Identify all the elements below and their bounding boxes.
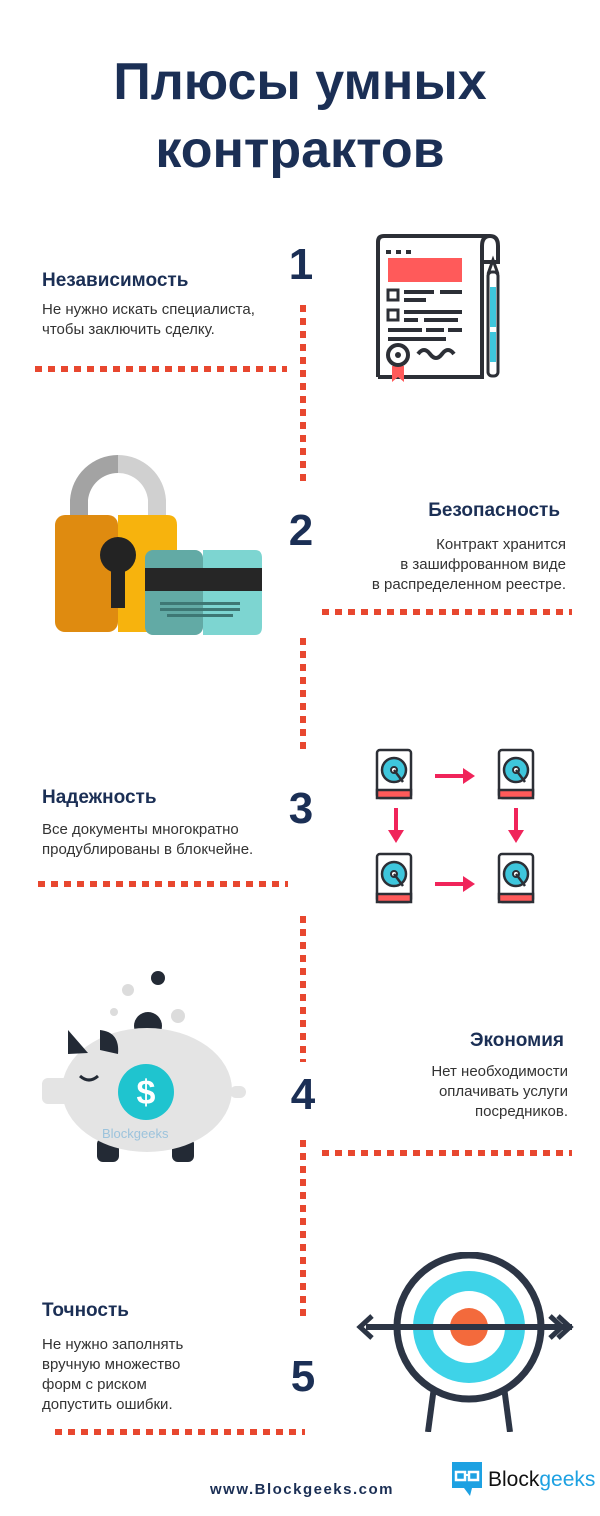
text-line: Не нужно заполнять bbox=[42, 1336, 184, 1353]
text-line: вручную множество bbox=[42, 1356, 181, 1373]
step-number-2: 2 bbox=[288, 506, 314, 555]
connector-3 bbox=[300, 916, 306, 1062]
connector-2 bbox=[300, 638, 306, 754]
blockgeeks-logo-text: Blockgeeks bbox=[488, 1468, 595, 1492]
connector-1 bbox=[300, 305, 306, 483]
benefit-text-5: Не нужно заполнять вручную множество фор… bbox=[42, 1335, 183, 1415]
text-line: Контракт хранится bbox=[436, 536, 566, 553]
divider-1 bbox=[35, 366, 287, 372]
text-line: Нет необходимости bbox=[431, 1063, 568, 1080]
benefit-text-1: Не нужно искать специалиста, чтобы заклю… bbox=[42, 300, 255, 340]
text-line: чтобы заключить сделку. bbox=[42, 321, 215, 338]
text-line: в зашифрованном виде bbox=[400, 556, 566, 573]
svg-text:$: $ bbox=[137, 1074, 156, 1112]
divider-2 bbox=[322, 609, 572, 615]
step-number-4: 4 bbox=[290, 1070, 316, 1119]
page-title-line-1: Плюсы умных bbox=[113, 53, 487, 111]
benefit-text-2: Контракт хранится в зашифрованном виде в… bbox=[372, 535, 566, 595]
divider-5 bbox=[55, 1429, 305, 1435]
benefit-heading-4: Экономия bbox=[469, 1030, 564, 1051]
piggy-bank-icon: $ Blockgeeks bbox=[42, 971, 246, 1162]
benefit-text-4: Нет необходимости оплачивать услуги поср… bbox=[431, 1062, 568, 1122]
hard-drives-replication-icon bbox=[375, 748, 535, 904]
logo-text-black: Block bbox=[488, 1468, 540, 1491]
benefit-heading-1: Независимость bbox=[42, 270, 189, 291]
text-line: посредников. bbox=[475, 1103, 568, 1120]
step-number-1: 1 bbox=[288, 240, 314, 289]
padlock-card-icon bbox=[55, 455, 262, 635]
benefit-heading-2: Безопасность bbox=[428, 500, 560, 521]
text-line: оплачивать услуги bbox=[438, 1083, 568, 1100]
step-number-5: 5 bbox=[290, 1352, 316, 1401]
footer-url-link[interactable]: www.Blockgeeks.com bbox=[210, 1481, 395, 1498]
divider-4 bbox=[322, 1150, 572, 1156]
connector-4 bbox=[300, 1140, 306, 1322]
text-line: Все документы многократно bbox=[42, 821, 239, 838]
target-icon bbox=[356, 1252, 574, 1432]
blockgeeks-logo[interactable]: Blockgeeks bbox=[450, 1460, 595, 1500]
contract-document-icon bbox=[376, 234, 500, 382]
benefit-heading-5: Точность bbox=[42, 1300, 129, 1321]
text-line: форм с риском bbox=[42, 1376, 147, 1393]
step-number-3: 3 bbox=[288, 784, 314, 833]
piggy-watermark: Blockgeeks bbox=[102, 1126, 169, 1141]
blockgeeks-logo-icon bbox=[452, 1462, 482, 1496]
page-title-line-2: контрактов bbox=[155, 121, 445, 179]
text-line: продублированы в блокчейне. bbox=[42, 841, 254, 858]
benefit-text-3: Все документы многократно продублированы… bbox=[42, 820, 253, 860]
logo-text-blue: geeks bbox=[539, 1468, 596, 1491]
benefit-heading-3: Надежность bbox=[42, 787, 157, 808]
text-line: Не нужно искать специалиста, bbox=[42, 301, 255, 318]
text-line: допустить ошибки. bbox=[42, 1396, 173, 1413]
divider-3 bbox=[38, 881, 288, 887]
text-line: в распределенном реестре. bbox=[371, 576, 566, 593]
